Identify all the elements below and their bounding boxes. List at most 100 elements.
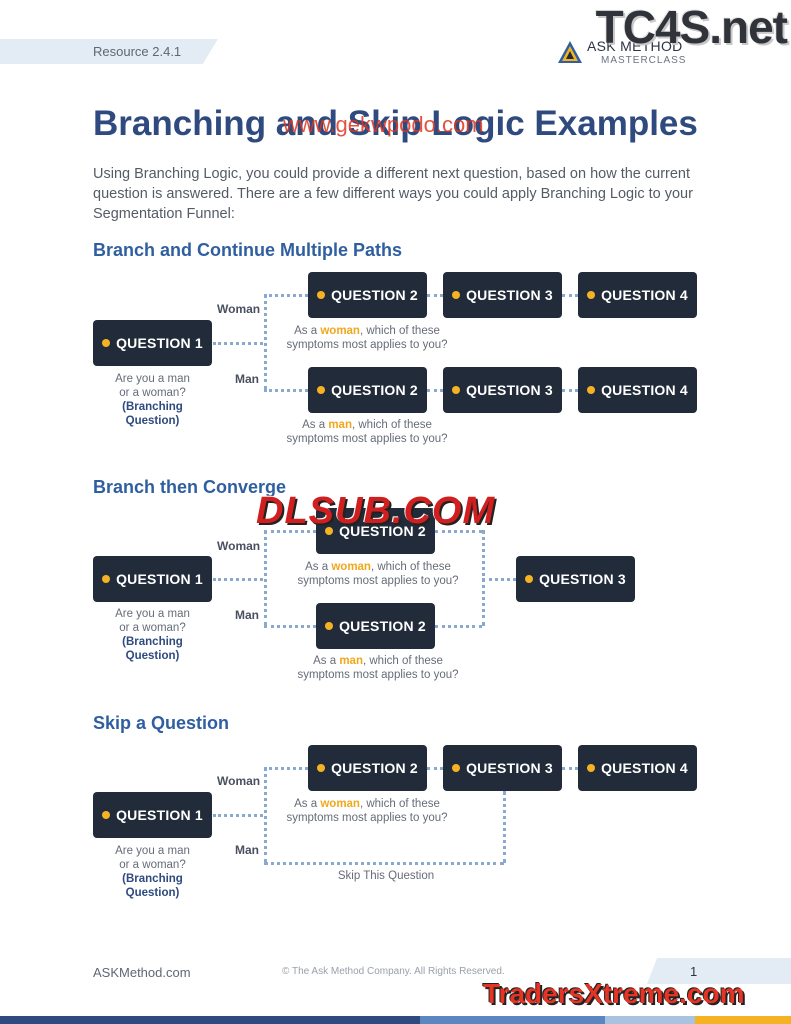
connector [435, 530, 482, 533]
footer-color-bar [0, 1016, 791, 1024]
bar-segment [420, 1016, 605, 1024]
question-label: QUESTION 4 [601, 382, 688, 398]
connector [264, 767, 267, 863]
watermark-traders: TradersXtreme.com [483, 978, 745, 1009]
question-4-box-man: QUESTION 4 [578, 367, 697, 413]
question-3-box-woman: QUESTION 3 [443, 272, 562, 318]
question-3-box-man: QUESTION 3 [443, 367, 562, 413]
question-label: QUESTION 2 [331, 382, 418, 398]
watermark-dlsub: DLSUB.COM [256, 490, 496, 532]
bullet-dot-icon [452, 386, 461, 394]
section-title-branch-converge: Branch then Converge [93, 477, 287, 497]
question-label: QUESTION 3 [466, 760, 553, 776]
section-title-skip-question: Skip a Question [93, 713, 230, 733]
connector [435, 625, 482, 628]
question-label: QUESTION 2 [339, 523, 426, 539]
question-label: QUESTION 3 [466, 382, 553, 398]
skip-caption: Skip This Question [337, 870, 435, 882]
branch-label-woman: Woman [217, 302, 261, 316]
question-label: QUESTION 4 [601, 287, 688, 303]
question-label: QUESTION 1 [116, 571, 203, 587]
question-1-box: QUESTION 1 [93, 792, 212, 838]
question-2-box-man: QUESTION 2 [316, 603, 435, 649]
bar-segment [695, 1016, 791, 1024]
connector [264, 862, 504, 865]
bullet-dot-icon [325, 622, 334, 630]
branch-label-woman: Woman [217, 774, 261, 788]
connector [264, 389, 308, 392]
resource-tab [0, 39, 218, 64]
bullet-dot-icon [587, 291, 596, 299]
intro-paragraph: Using Branching Logic, you could provide… [93, 166, 693, 222]
connector [482, 578, 516, 581]
page-number-tab [647, 958, 791, 984]
bullet-dot-icon [102, 339, 111, 347]
bullet-dot-icon [452, 291, 461, 299]
section-title-branch-continue: Branch and Continue Multiple Paths [93, 240, 403, 260]
question-label: QUESTION 2 [331, 287, 418, 303]
connector [213, 578, 263, 581]
bullet-dot-icon [587, 764, 596, 772]
bullet-dot-icon [525, 575, 534, 583]
connector [427, 294, 443, 297]
question-label: QUESTION 3 [539, 571, 626, 587]
watermark-tc4s: TC4S.net [595, 1, 788, 53]
page-number: 1 [690, 964, 698, 979]
question-label: QUESTION 2 [331, 760, 418, 776]
question-2-box-man: QUESTION 2 [308, 367, 427, 413]
branch-label-man: Man [235, 608, 259, 622]
logo-text-top: ASK METHOD [587, 38, 683, 54]
connector [427, 767, 443, 770]
bullet-dot-icon [317, 291, 326, 299]
connector [264, 625, 316, 628]
connector [562, 389, 578, 392]
ask-method-logo: ASK METHOD MASTERCLASS [557, 38, 697, 68]
footer-copyright: © The Ask Method Company. All Rights Res… [282, 966, 505, 977]
bullet-dot-icon [587, 386, 596, 394]
bar-segment [605, 1016, 695, 1024]
connector [264, 294, 267, 390]
resource-label: Resource 2.4.1 [93, 44, 182, 59]
logo-text-bottom: MASTERCLASS [601, 55, 687, 66]
question-label: QUESTION 1 [116, 335, 203, 351]
bullet-dot-icon [452, 764, 461, 772]
footer-site: ASKMethod.com [93, 965, 191, 980]
bar-segment [0, 1016, 420, 1024]
connector [264, 767, 308, 770]
question-label: QUESTION 1 [116, 807, 203, 823]
question-label: QUESTION 2 [339, 618, 426, 634]
question-1-box: QUESTION 1 [93, 320, 212, 366]
question-3-box: QUESTION 3 [516, 556, 635, 602]
connector [264, 530, 316, 533]
connector [503, 791, 506, 863]
question-2-box: QUESTION 2 [308, 745, 427, 791]
question-1-box: QUESTION 1 [93, 556, 212, 602]
bullet-dot-icon [102, 811, 111, 819]
branch-label-man: Man [235, 843, 259, 857]
watermark-url: www.gekwpodo.com [283, 112, 484, 137]
question-label: QUESTION 4 [601, 760, 688, 776]
question-label: QUESTION 3 [466, 287, 553, 303]
connector [264, 530, 267, 626]
question-2-box-woman: QUESTION 2 [308, 272, 427, 318]
page-title: Branching and Skip Logic Examples [93, 104, 698, 143]
branch-label-woman: Woman [217, 539, 261, 553]
connector [562, 767, 578, 770]
connector [213, 342, 263, 345]
bullet-dot-icon [317, 764, 326, 772]
question-4-box-woman: QUESTION 4 [578, 272, 697, 318]
connector [427, 389, 443, 392]
question-4-box: QUESTION 4 [578, 745, 697, 791]
branch-label-man: Man [235, 372, 259, 386]
bullet-dot-icon [102, 575, 111, 583]
bullet-dot-icon [325, 527, 334, 535]
connector [264, 294, 308, 297]
